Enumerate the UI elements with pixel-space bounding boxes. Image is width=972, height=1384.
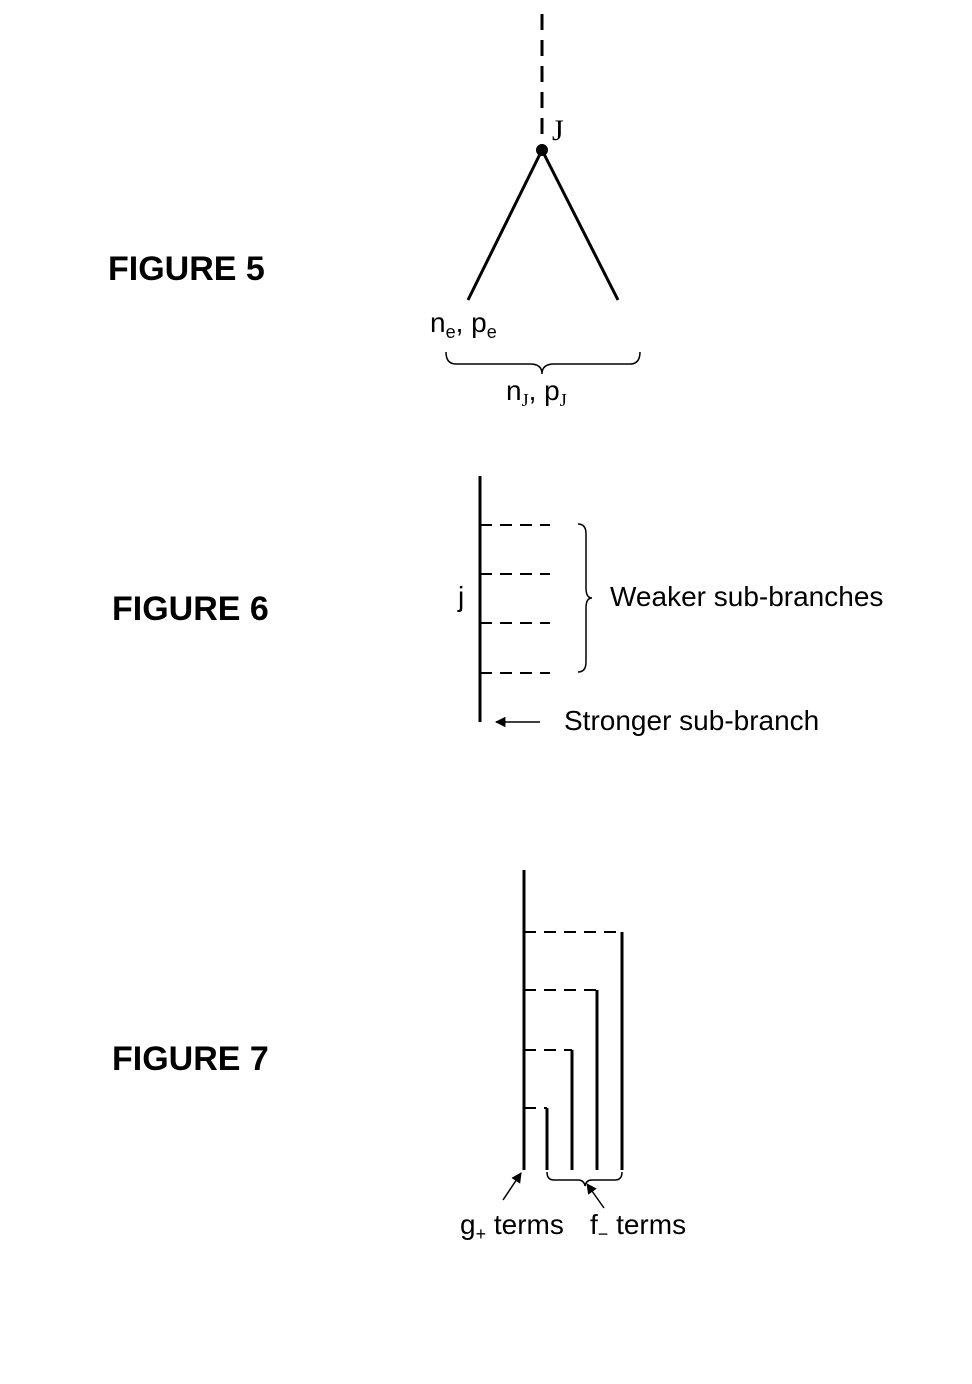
figure-5-diagram: J ne, pe nJ, pJ xyxy=(430,14,641,410)
figure-6-diagram: j Weaker sub-branches Stronger sub-branc… xyxy=(457,476,883,736)
f-terms-arrow xyxy=(586,1183,605,1209)
g-terms-arrow xyxy=(502,1172,522,1201)
stronger-sub-branch-label: Stronger sub-branch xyxy=(564,705,819,736)
weaker-sub-branches-label: Weaker sub-branches xyxy=(610,581,883,612)
figure-7-label: FIGURE 7 xyxy=(112,1040,269,1078)
f-terms-brace xyxy=(546,1171,623,1187)
f-terms-label: f− terms xyxy=(590,1209,686,1244)
figure-7-diagram: g+ terms f− terms xyxy=(460,870,686,1244)
left-leaf-label: ne, pe xyxy=(430,307,497,342)
weaker-brace xyxy=(577,523,593,673)
branch-j-label: j xyxy=(457,581,464,612)
brace-label: nJ, pJ xyxy=(506,375,567,410)
figure-5-brace xyxy=(445,351,641,375)
right-branch-line xyxy=(540,149,620,301)
g-terms-label: g+ terms xyxy=(460,1209,564,1244)
left-branch-line xyxy=(466,149,544,301)
node-j-label: J xyxy=(552,114,564,147)
figure-5-label: FIGURE 5 xyxy=(108,250,265,288)
figure-6-label: FIGURE 6 xyxy=(112,590,269,628)
